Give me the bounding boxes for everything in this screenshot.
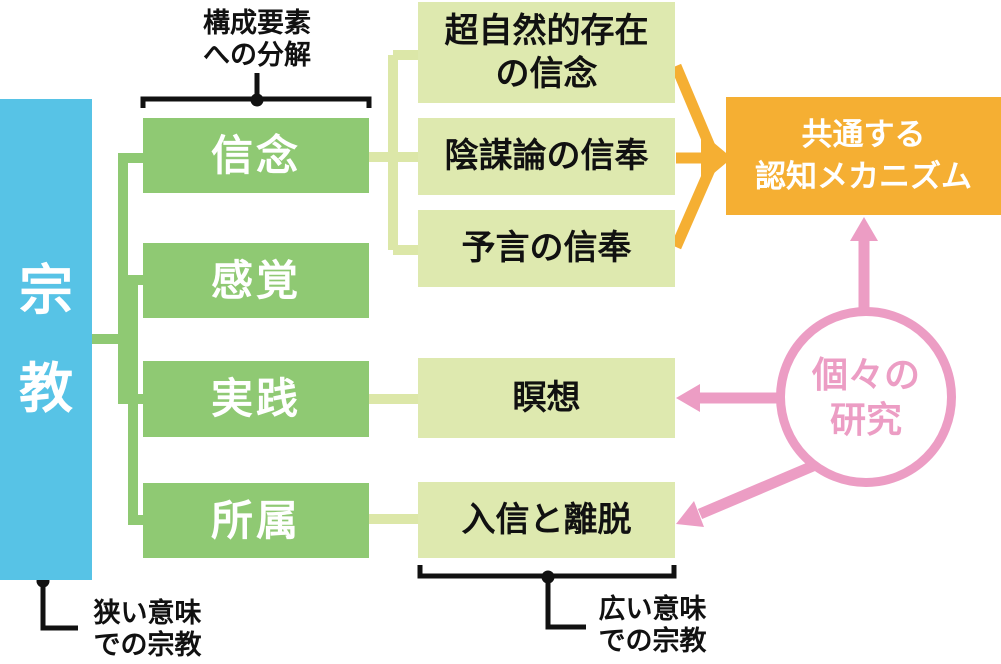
broad-line2: での宗教: [598, 626, 707, 657]
box-belief-label: 信念: [210, 131, 301, 179]
decompose-line2: への分解: [203, 40, 311, 71]
label-religion-narrow-sense: 狭い意味 での宗教: [60, 597, 235, 662]
bracket-broad-stem: [545, 577, 586, 630]
religion-char-2: 教: [19, 358, 73, 419]
pink-arrowhead-up-icon: [850, 217, 878, 241]
studies-line1: 個々の: [811, 354, 920, 395]
mechanism-label: 共通する 認知メカニズム: [755, 114, 972, 198]
box-feeling-label: 感覚: [210, 256, 301, 304]
box-conspiracy-belief-label: 陰謀論の信奉: [444, 137, 649, 176]
box-supernatural-belief-label: 超自然的存在 の信念: [445, 10, 649, 95]
pale-tree-connectors: [369, 50, 418, 524]
box-practice-label: 実践: [210, 375, 301, 422]
box-prophecy-belief: 予言の信奉: [418, 210, 675, 287]
box-meditation: 瞑想: [418, 358, 675, 438]
connector-affiliation: [92, 334, 143, 525]
mechanism-line2: 認知メカニズム: [755, 159, 972, 194]
orange-line-top: [670, 63, 717, 152]
pink-arrows: [676, 217, 878, 527]
box-joining-leaving-label: 入信と離脱: [461, 500, 632, 539]
narrow-line1: 狭い意味: [93, 598, 202, 628]
pink-arrowhead-left-icon: [676, 384, 700, 412]
box-practice: 実践: [143, 361, 369, 437]
circle-individual-studies: 個々の 研究: [776, 307, 956, 487]
mechanism-line1: 共通する: [801, 117, 926, 153]
box-affiliation: 所属: [143, 483, 369, 558]
box-joining-leaving: 入信と離脱: [418, 482, 675, 558]
broad-line1: 広い意味: [598, 594, 707, 624]
box-conspiracy-belief: 陰謀論の信奉: [418, 118, 675, 195]
box-religion: 宗 教: [0, 99, 92, 580]
connector-feeling: [92, 275, 143, 344]
bracket-narrow-stem: [40, 581, 78, 631]
box-feeling: 感覚: [143, 243, 369, 318]
dot-broad: [541, 570, 555, 584]
box-common-cognitive-mechanism: 共通する 認知メカニズム: [726, 97, 1001, 215]
orange-arrowhead-icon: [701, 132, 732, 184]
green-tree-connectors: [92, 153, 143, 525]
supernatural-line1: 超自然的存在: [444, 12, 649, 50]
pink-shaft-diagonal: [697, 460, 816, 520]
label-religion-broad-sense: 広い意味 での宗教: [565, 593, 740, 658]
religion-char-1: 宗: [19, 260, 73, 321]
box-belief: 信念: [143, 118, 369, 193]
studies-label: 個々の 研究: [812, 352, 920, 442]
supernatural-line2: の信念: [495, 54, 598, 93]
decompose-line1: 構成要素: [203, 8, 311, 38]
box-prophecy-belief-label: 予言の信奉: [461, 229, 632, 268]
box-affiliation-label: 所属: [210, 496, 301, 544]
narrow-line2: での宗教: [93, 630, 202, 661]
pink-arrowhead-diagonal-icon: [676, 501, 704, 527]
studies-line2: 研究: [829, 399, 902, 440]
dot-decompose: [250, 93, 264, 107]
label-decompose-into-components: 構成要素 への分解: [147, 7, 367, 72]
box-supernatural-belief: 超自然的存在 の信念: [418, 2, 675, 103]
box-meditation-label: 瞑想: [512, 378, 581, 417]
orange-converge-arrow: [670, 63, 732, 250]
